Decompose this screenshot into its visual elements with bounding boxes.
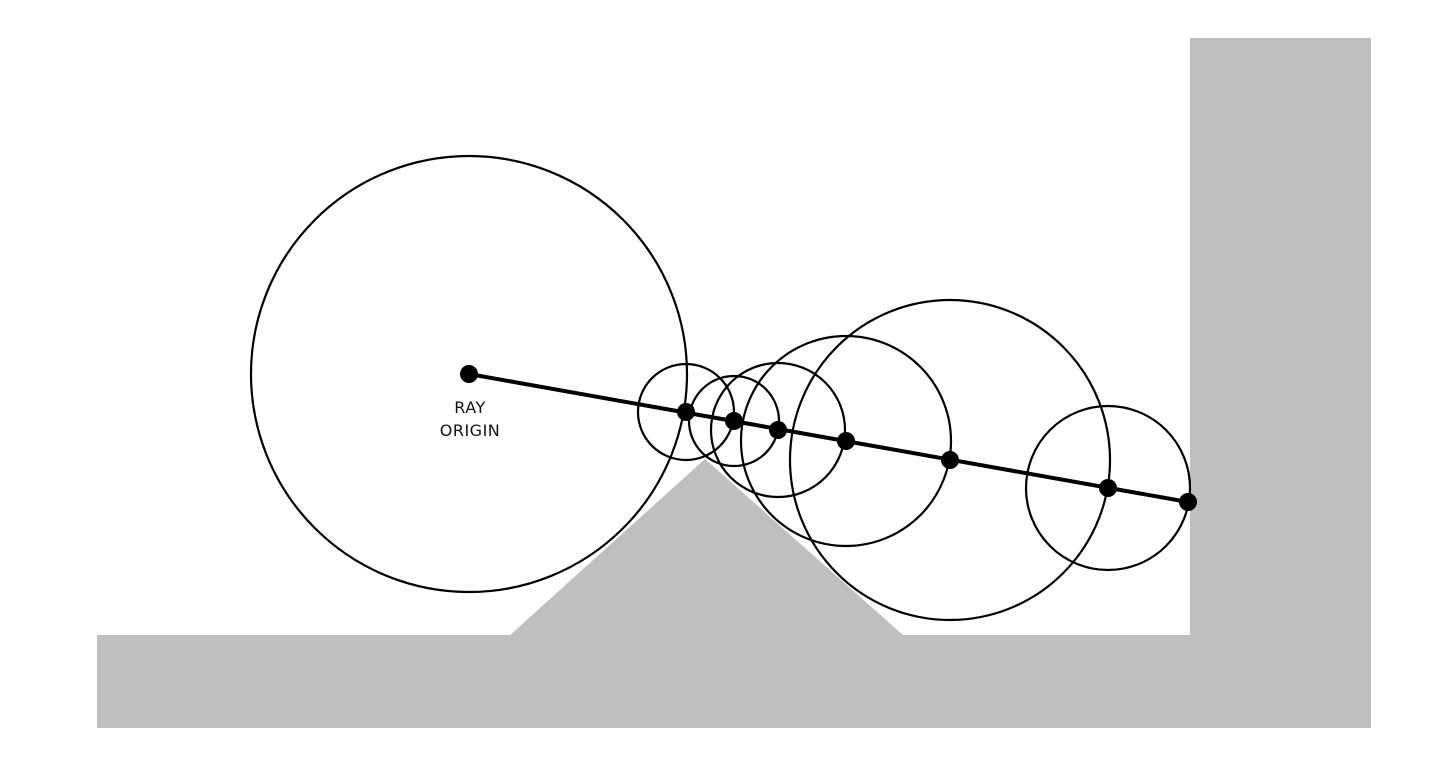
march-point-4: [837, 432, 855, 450]
right-wall: [1190, 38, 1371, 638]
ray-origin-label-line2: ORIGIN: [439, 421, 501, 440]
triangle-obstacle: [509, 459, 904, 636]
ray-origin-label: RAY ORIGIN: [420, 396, 520, 442]
march-points: [460, 365, 1197, 511]
march-point-5: [941, 451, 959, 469]
sdf-circle-6: [1024, 404, 1192, 572]
march-point-2: [725, 412, 743, 430]
sdf-circle-2: [687, 374, 781, 468]
hit-point: [1179, 493, 1197, 511]
march-point-1: [677, 403, 695, 421]
sdf-circle-0: [249, 154, 689, 594]
ray-line: [468, 372, 1189, 504]
floor: [97, 635, 1371, 728]
ray-origin-point: [460, 365, 478, 383]
scene-geometry: [97, 38, 1371, 728]
sdf-circle-3: [709, 361, 847, 499]
ray-origin-label-line1: RAY: [454, 398, 486, 417]
march-point-6: [1099, 479, 1117, 497]
distance-circles: [249, 154, 1192, 622]
sdf-circle-5: [788, 298, 1112, 622]
march-point-3: [769, 421, 787, 439]
sdf-circle-4: [739, 334, 953, 548]
